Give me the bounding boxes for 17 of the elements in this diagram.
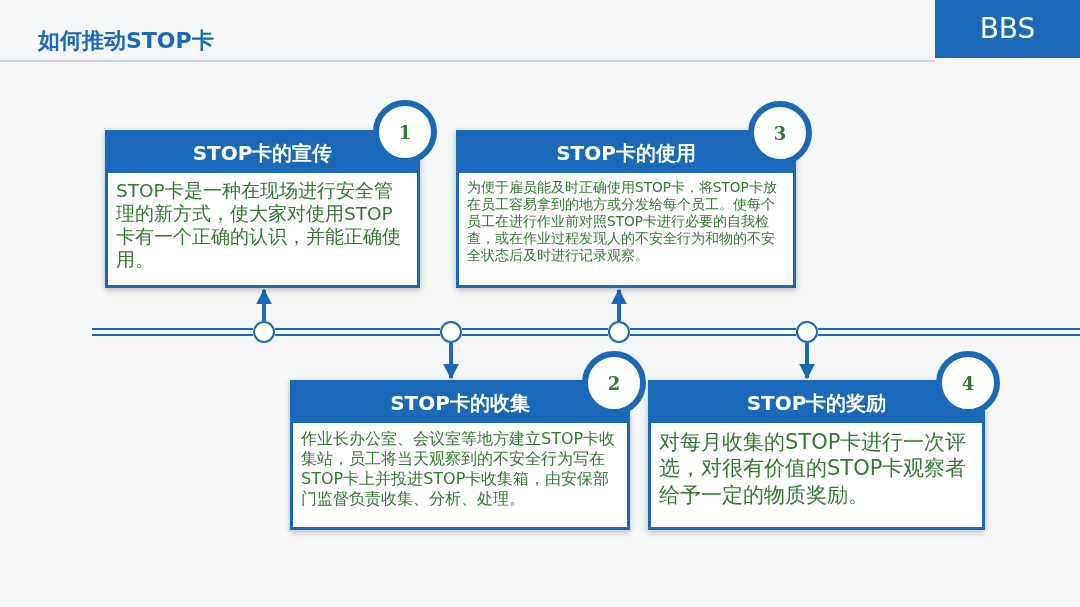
arrow: [443, 343, 459, 380]
timeline-line: [274, 328, 441, 336]
page-title: 如何推动STOP卡: [38, 27, 214, 55]
arrow: [611, 288, 627, 321]
card-text: 对每月收集的STOP卡进行一次评选，对很有价值的STOP卡观察者给予一定的物质奖励。: [658, 429, 968, 509]
arrow: [256, 288, 272, 321]
timeline-line: [629, 328, 797, 336]
card-text: 作业长办公室、会议室等地方建立STOP卡收集站，员工将当天观察到的不安全行为写在STOP卡上并投进STOP卡收集箱，由安保部门监督负责收集、分析、处理。: [300, 428, 617, 510]
timeline-line: [461, 328, 609, 336]
timeline-dot: [608, 321, 630, 343]
timeline-dot: [440, 321, 462, 343]
card-text: 为便于雇员能及时正确使用STOP卡，将STOP卡放在员工容易拿到的地方或分发给每个员工。使每个员工在进行作业前对照STOP卡进行必要的自我检查，或在作业过程发现人的不安全行为和物的不安全状态后及时进行记录观察。: [466, 178, 778, 265]
timeline-dot: [253, 321, 275, 343]
arrow: [799, 343, 815, 380]
timeline-dot: [796, 321, 818, 343]
header-tag: BBS: [935, 0, 1080, 58]
card-text: STOP卡是一种在现场进行安全管理的新方式，使大家对使用STOP卡有一个正确的认识，并能正确使用。: [115, 179, 402, 273]
